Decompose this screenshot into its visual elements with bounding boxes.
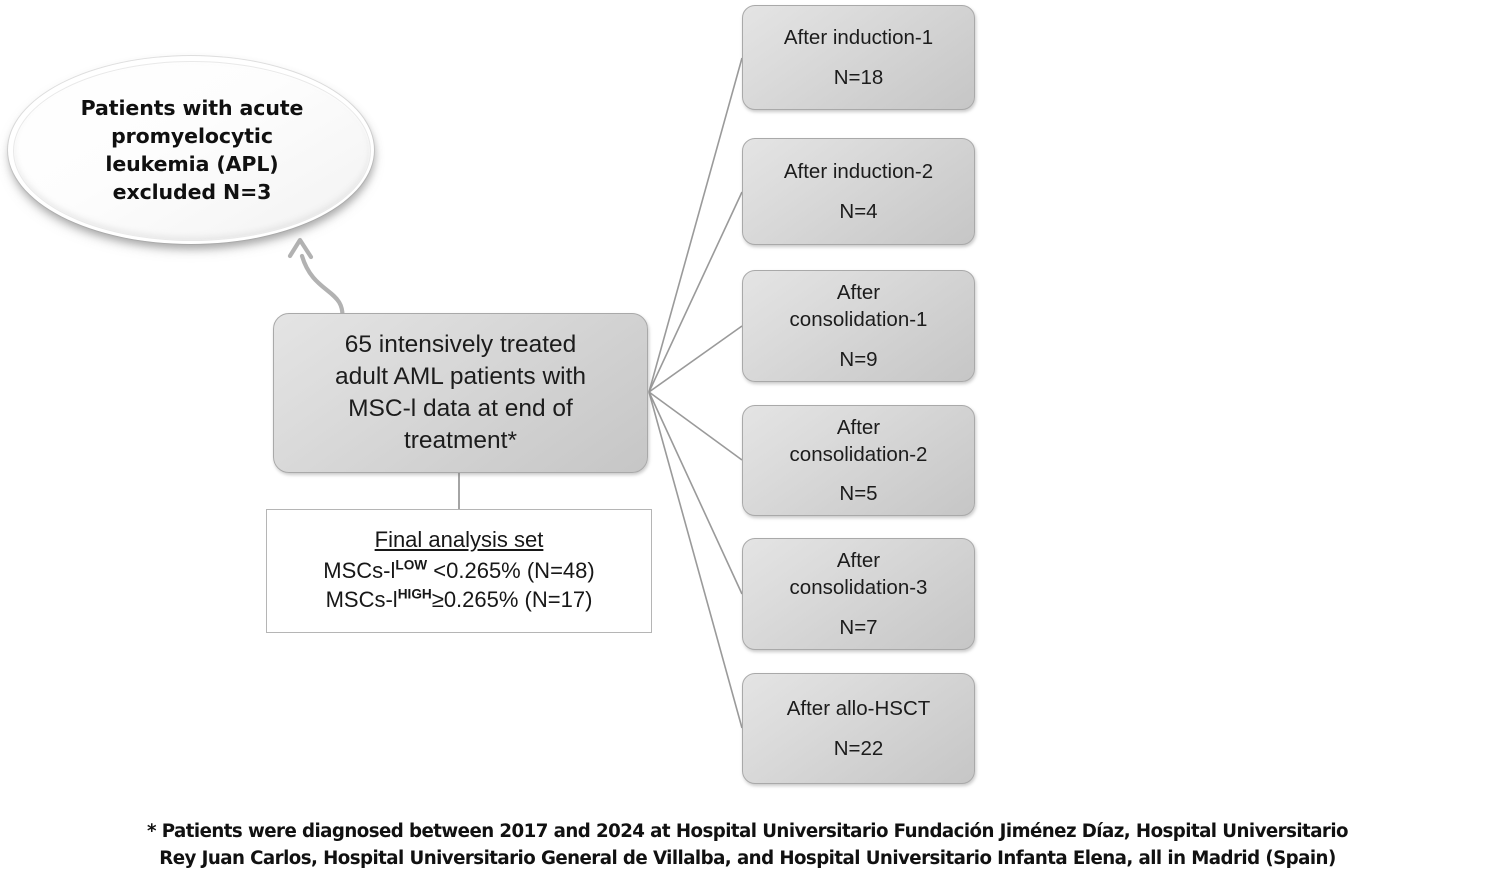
timepoint-node-after-allo-hsct: After allo-HSCT N=22 bbox=[742, 673, 975, 784]
timepoint-count: N=5 bbox=[839, 482, 878, 506]
timepoint-title-line-2: consolidation-3 bbox=[789, 576, 928, 600]
central-line-2: adult AML patients with bbox=[334, 363, 587, 391]
excluded-node-ellipse: Patients with acute promyelocytic leukem… bbox=[13, 61, 371, 241]
msc-low-suffix: <0.265% (N=48) bbox=[427, 558, 595, 584]
msc-low-superscript: LOW bbox=[395, 558, 428, 574]
timepoint-title: After induction-2 bbox=[783, 160, 934, 184]
central-line-4: treatment* bbox=[403, 426, 517, 454]
timepoint-title-line-2: consolidation-1 bbox=[789, 308, 928, 332]
central-line-3: MSC-l data at end of bbox=[348, 395, 573, 422]
central-cohort-node: 65 intensively treated adult AML patient… bbox=[273, 313, 648, 473]
central-node-text: 65 intensively treated adult AML patient… bbox=[321, 329, 600, 456]
excluded-arrow bbox=[287, 237, 345, 325]
connector-to-consolidation-1 bbox=[648, 325, 743, 393]
connector-to-consolidation-3 bbox=[648, 391, 743, 595]
msc-high-suffix: ≥0.265% (N=17) bbox=[431, 587, 593, 612]
timepoint-count: N=7 bbox=[839, 615, 878, 639]
timepoint-node-after-induction-2: After induction-2 N=4 bbox=[742, 138, 975, 245]
excluded-count: N=3 bbox=[223, 179, 272, 204]
footnote-line-1: * Patients were diagnosed between 2017 a… bbox=[147, 821, 1349, 842]
timepoint-title: After induction-1 bbox=[783, 26, 934, 50]
excluded-patients-node: Patients with acute promyelocytic leukem… bbox=[8, 56, 374, 244]
connector-to-consolidation-2 bbox=[648, 391, 743, 461]
footnote-line-2: Rey Juan Carlos, Hospital Universitario … bbox=[159, 848, 1336, 870]
timepoint-node-after-induction-1: After induction-1 N=18 bbox=[742, 5, 975, 110]
excluded-line-1: Patients with acute bbox=[80, 96, 304, 121]
timepoint-node-after-consolidation-2: After consolidation-2 N=5 bbox=[742, 405, 975, 516]
msc-high-superscript: HIGH bbox=[397, 586, 432, 602]
timepoint-title-line-2: consolidation-2 bbox=[789, 442, 928, 466]
footnote: * Patients were diagnosed between 2017 a… bbox=[0, 818, 1495, 873]
timepoint-node-after-consolidation-1: After consolidation-1 N=9 bbox=[742, 270, 975, 382]
timepoint-node-after-consolidation-3: After consolidation-3 N=7 bbox=[742, 538, 975, 650]
final-analysis-row-low: MSCs-lLOW <0.265% (N=48) bbox=[323, 557, 594, 586]
excluded-node-text: Patients with acute promyelocytic leukem… bbox=[14, 95, 370, 207]
excluded-line-2: promyelocytic bbox=[111, 124, 273, 149]
timepoint-count: N=18 bbox=[833, 65, 884, 89]
msc-high-prefix: MSCs-l bbox=[325, 587, 398, 612]
final-analysis-title: Final analysis set bbox=[374, 527, 544, 553]
timepoint-count: N=9 bbox=[839, 347, 878, 371]
connector-to-induction-1 bbox=[648, 57, 743, 393]
final-analysis-row-high: MSCs-lHIGH≥0.265% (N=17) bbox=[326, 586, 593, 615]
timepoint-title-line-1: After bbox=[836, 549, 881, 573]
msc-low-prefix: MSCs-l bbox=[323, 558, 396, 584]
timepoint-count: N=4 bbox=[839, 199, 878, 223]
timepoint-title: After allo-HSCT bbox=[786, 697, 931, 721]
connector-to-allo-hsct bbox=[648, 391, 743, 729]
connector-to-induction-2 bbox=[648, 191, 743, 393]
excluded-line-3: leukemia (APL) bbox=[105, 152, 279, 176]
timepoint-title-line-1: After bbox=[836, 281, 881, 305]
timepoint-title-line-1: After bbox=[836, 415, 881, 439]
final-analysis-set-node: Final analysis set MSCs-lLOW <0.265% (N=… bbox=[266, 509, 652, 633]
excluded-line-4: excluded bbox=[112, 179, 216, 204]
central-line-1: 65 intensively treated bbox=[344, 331, 577, 359]
timepoint-count: N=22 bbox=[833, 736, 884, 760]
